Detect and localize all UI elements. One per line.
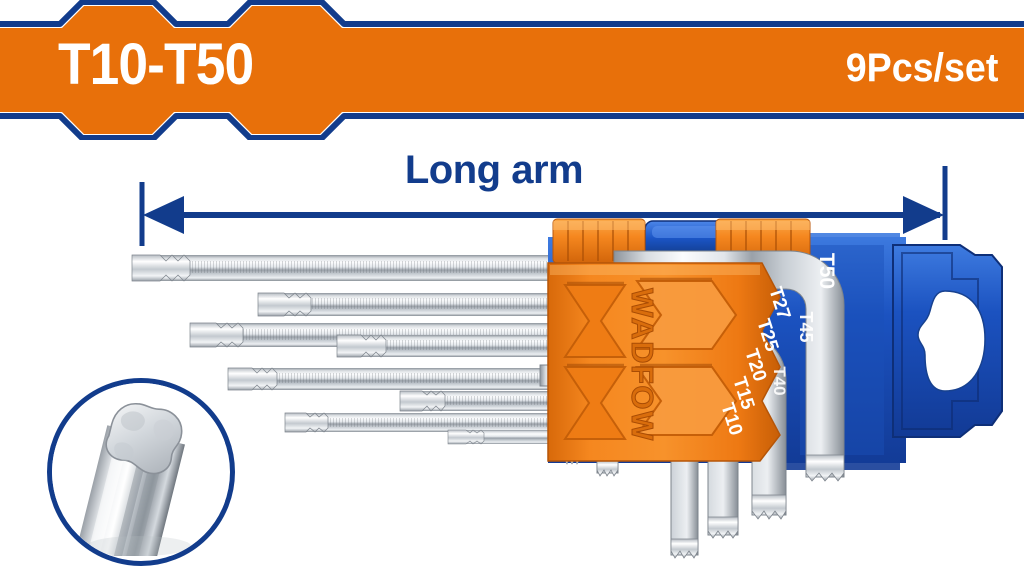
torx-tip bbox=[805, 454, 845, 482]
banner-shape bbox=[0, 0, 1024, 140]
torx-tip bbox=[284, 412, 329, 433]
dimension-arrowhead-right bbox=[903, 196, 944, 234]
size-label-t45: T45 bbox=[796, 311, 816, 342]
torx-tip bbox=[336, 334, 387, 358]
torx-tip bbox=[751, 494, 787, 520]
torx-tip-closeup bbox=[52, 383, 225, 556]
size-label-t50: T50 bbox=[815, 253, 838, 289]
tip-detail-inset bbox=[47, 378, 235, 566]
product-illustration: WADFOW T27 T25 T20 T15 T10 T50 T45 T40 bbox=[0, 215, 1024, 575]
hang-tab bbox=[892, 244, 1003, 438]
size-label-t40: T40 bbox=[770, 366, 789, 395]
torx-tip bbox=[257, 292, 312, 317]
torx-key-set-graphic: WADFOW T27 T25 T20 T15 T10 T50 T45 T40 bbox=[131, 218, 1003, 559]
banner-top-stroke bbox=[0, 0, 1024, 27]
banner-bottom-stroke bbox=[0, 113, 1024, 140]
long-arm-label: Long arm bbox=[0, 150, 1024, 190]
orange-holder-body: WADFOW bbox=[547, 262, 781, 462]
torx-tip bbox=[399, 390, 446, 412]
size-labels-blue: T50 T45 T40 bbox=[770, 253, 838, 396]
torx-tip bbox=[707, 516, 739, 539]
banner-title: T10-T50 bbox=[58, 32, 254, 97]
torx-tip bbox=[596, 460, 619, 477]
emboss-chevrons bbox=[563, 280, 738, 440]
torx-tip bbox=[447, 429, 485, 445]
torx-tip bbox=[189, 322, 244, 348]
banner-orange-body bbox=[0, 6, 1024, 134]
torx-tip bbox=[131, 254, 191, 282]
banner-piece-count: 9Pcs/set bbox=[845, 46, 998, 90]
hang-hole bbox=[917, 290, 986, 392]
brand-logo-text: WADFOW bbox=[625, 288, 660, 442]
torx-tip bbox=[227, 367, 278, 391]
header-banner: T10-T50 9Pcs/set bbox=[0, 0, 1024, 140]
torx-tip bbox=[670, 538, 699, 559]
long-arm-dimension: Long arm bbox=[0, 150, 1024, 260]
long-arm-label-text: Long arm bbox=[404, 148, 584, 192]
dimension-arrowhead-left bbox=[143, 196, 184, 234]
dimension-arrow bbox=[139, 166, 948, 246]
